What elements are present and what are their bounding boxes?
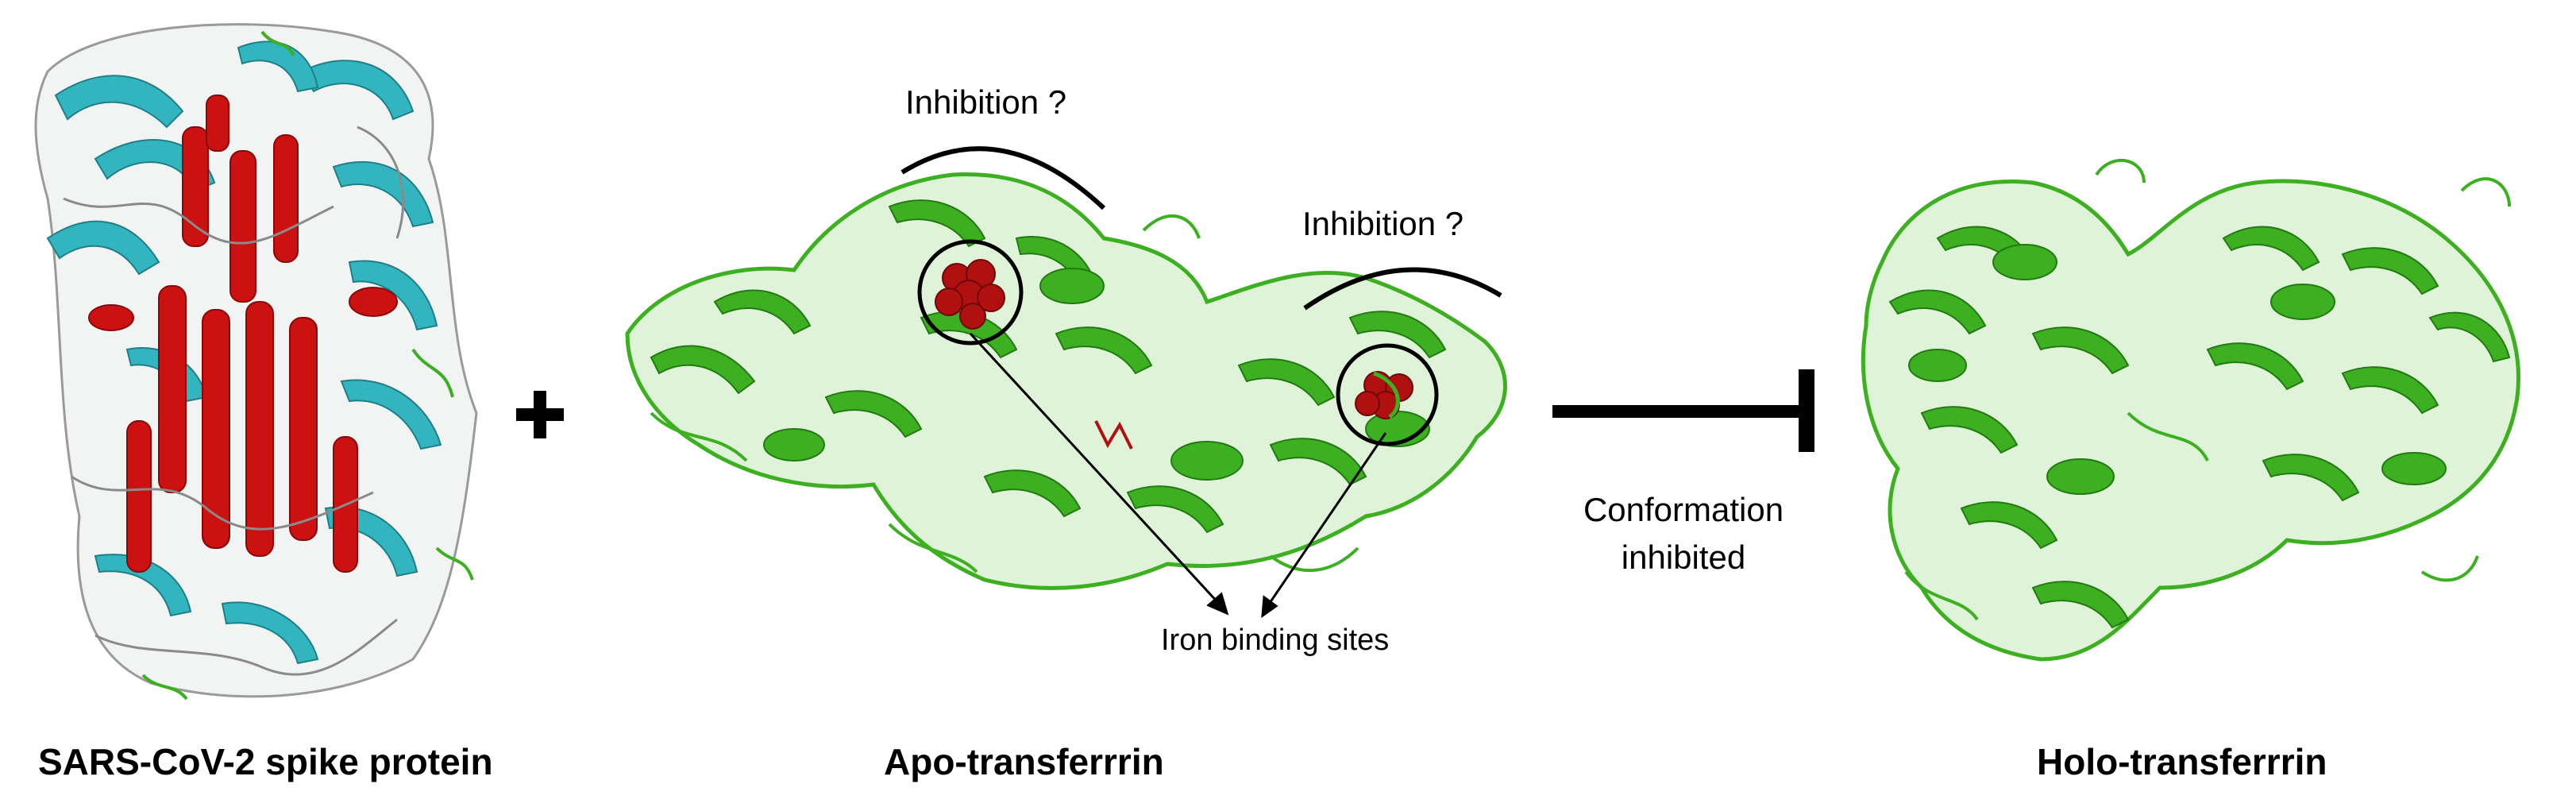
holo-transferrin-structure bbox=[1861, 159, 2520, 662]
inhibition-arc-right bbox=[1303, 267, 1502, 311]
iron-cluster-icon bbox=[917, 239, 1024, 346]
iron-cluster-icon bbox=[1336, 343, 1439, 446]
spike-protein-title: SARS-CoV-2 spike protein bbox=[38, 741, 493, 782]
inhibition-label-left: Inhibition ? bbox=[905, 83, 1067, 121]
apo-transferrin-title: Apo-transferrrin bbox=[884, 741, 1164, 782]
iron-binding-sites-label: Iron binding sites bbox=[1161, 624, 1390, 657]
conformation-line1: Conformation bbox=[1583, 491, 1784, 528]
holo-transferrin-title: Holo-transferrrin bbox=[2037, 741, 2327, 782]
inhibition-arrow-icon bbox=[1552, 369, 1814, 452]
inhibition-label-right: Inhibition ? bbox=[1302, 205, 1464, 242]
conformation-line2: inhibited bbox=[1621, 539, 1746, 576]
apo-transferrin-structure bbox=[625, 172, 1507, 590]
conformation-label: Conformation inhibited bbox=[1533, 491, 1834, 577]
plus-icon bbox=[516, 391, 564, 438]
spike-protein-structure bbox=[34, 23, 478, 701]
arrow-to-iron-label bbox=[969, 332, 1387, 619]
inhibition-arc-left bbox=[900, 146, 1106, 210]
